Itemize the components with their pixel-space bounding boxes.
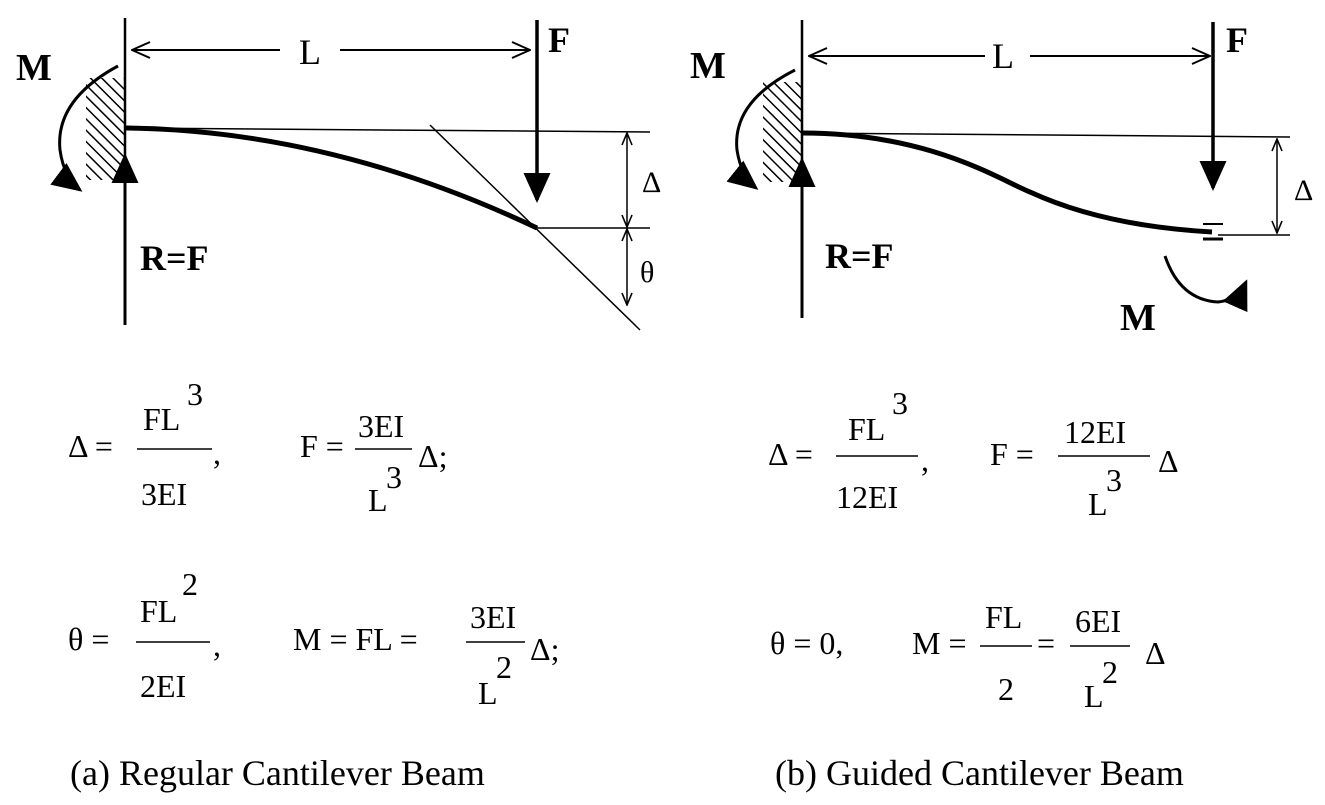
panel-b-guided-cantilever: L F R=F M M Δ Δ = FL 3 12EI ,	[690, 20, 1313, 793]
eq-a-delta-exp: 3	[187, 376, 203, 412]
eq-b-m-exp2: 2	[1102, 654, 1118, 690]
equations-a: Δ = FL 3 3EI , F = 3EI L 3 Δ; θ = FL 2 2…	[68, 376, 559, 711]
wall-support-b	[763, 82, 801, 182]
eq-a-m-den: L	[478, 675, 498, 711]
length-label-b: L	[992, 36, 1014, 76]
eq-a-m-lhs: M = FL =	[293, 621, 418, 657]
eq-b-m-den: 2	[998, 671, 1014, 707]
eq-a-m-num: 3EI	[470, 599, 516, 635]
eq-b-f-num: 12EI	[1064, 414, 1126, 450]
deflection-label-a: Δ	[642, 166, 661, 199]
eq-a-f-den: L	[368, 482, 388, 518]
moment-arrow-a	[50, 64, 119, 192]
eq-b-theta: θ = 0,	[770, 625, 843, 661]
eq-b-f-lhs: F =	[990, 436, 1034, 472]
deflection-label-b: Δ	[1294, 174, 1313, 207]
eq-b-m-lhs: M =	[912, 625, 967, 661]
eq-b-delta-den: 12EI	[836, 479, 898, 515]
eq-a-theta-den: 2EI	[140, 668, 186, 704]
reference-line-a	[124, 127, 651, 133]
eq-a-f-exp: 3	[386, 459, 402, 495]
reaction-label-a: R=F	[140, 238, 209, 278]
equations-b: Δ = FL 3 12EI , F = 12EI L 3 Δ θ = 0, M …	[768, 385, 1179, 714]
eq-a-theta-num: FL	[140, 593, 177, 629]
reference-line-b	[801, 132, 1291, 138]
deflected-beam-b	[801, 130, 1213, 235]
eq-a-theta-sep: ,	[213, 627, 221, 663]
eq-b-f-den: L	[1088, 486, 1108, 522]
tangent-line-a	[429, 124, 641, 331]
end-moment-arrow-b	[1163, 255, 1248, 313]
wall-support-a	[86, 78, 124, 180]
eq-b-delta-num: FL	[848, 411, 885, 447]
caption-a: (a) Regular Cantilever Beam	[70, 753, 485, 793]
moment-arrow-b	[726, 68, 796, 190]
eq-b-m-eq: =	[1037, 625, 1055, 661]
eq-a-theta-exp: 2	[182, 566, 198, 602]
force-label-b: F	[1226, 20, 1248, 60]
angle-label-a: θ	[640, 256, 654, 289]
eq-b-m-num2: 6EI	[1075, 603, 1121, 639]
eq-b-delta-sep: ,	[921, 442, 929, 478]
moment-label-b: M	[690, 45, 726, 87]
eq-b-f-exp: 3	[1106, 462, 1122, 498]
eq-a-f-num: 3EI	[358, 408, 404, 444]
eq-a-m-exp: 2	[496, 649, 512, 685]
eq-a-theta-lhs: θ =	[68, 621, 109, 657]
eq-a-f-tail: Δ;	[418, 438, 447, 474]
eq-b-f-tail: Δ	[1158, 443, 1179, 479]
eq-a-m-tail: Δ;	[530, 631, 559, 667]
length-label-a: L	[299, 32, 321, 72]
caption-b: (b) Guided Cantilever Beam	[775, 753, 1184, 793]
eq-a-delta-num: FL	[143, 401, 180, 437]
moment-label-a: M	[16, 47, 52, 89]
eq-b-m-den2: L	[1084, 678, 1104, 714]
panel-a-regular-cantilever: L F R=F M Δ θ Δ = FL 3 3EI ,	[16, 18, 661, 793]
eq-a-f-lhs: F =	[300, 428, 344, 464]
eq-b-m-tail: Δ	[1145, 635, 1166, 671]
eq-a-delta-lhs: Δ =	[68, 428, 113, 464]
deflected-beam-a	[124, 125, 539, 231]
eq-b-m-num: FL	[985, 599, 1022, 635]
eq-b-delta-lhs: Δ =	[768, 436, 813, 472]
force-label-a: F	[548, 20, 570, 60]
end-moment-label-b: M	[1120, 297, 1156, 339]
eq-a-delta-sep: ,	[213, 435, 221, 471]
eq-b-delta-exp: 3	[892, 385, 908, 421]
eq-a-delta-den: 3EI	[141, 476, 187, 512]
reaction-label-b: R=F	[825, 236, 894, 276]
